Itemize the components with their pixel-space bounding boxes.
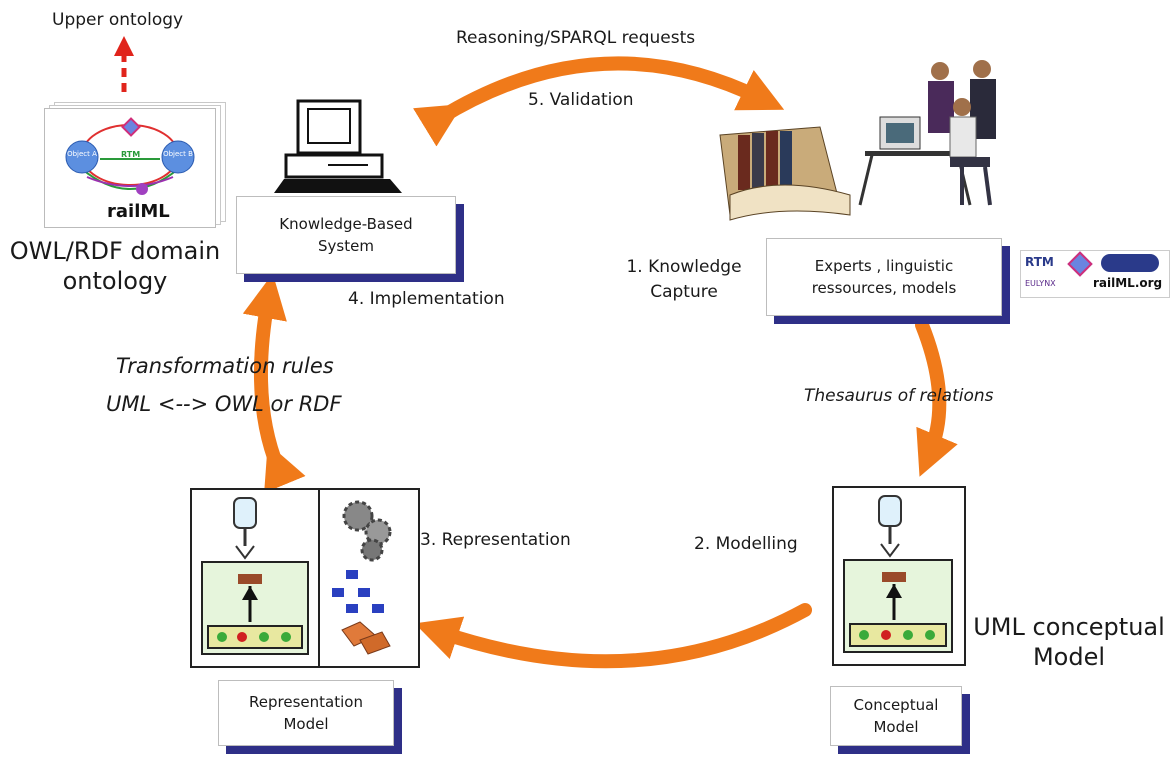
- repr-model-icon: [201, 497, 309, 655]
- representation-model-label: Representation Model: [249, 693, 363, 733]
- representation-panel: [190, 488, 420, 668]
- diamond-logo-icon: [1067, 251, 1093, 277]
- bottom-arc-arrow: [414, 603, 812, 669]
- knowledge-capture-label: 1. Knowledge Capture: [626, 257, 742, 302]
- experts-illustration: [719, 60, 996, 221]
- eulynx-logo: EULYNX: [1025, 279, 1056, 288]
- blue-logo-icon: [1101, 254, 1159, 272]
- top-arc-arrow: [413, 56, 785, 147]
- railml-org-logo: railML.org: [1093, 276, 1163, 290]
- thesaurus-label: Thesaurus of relations: [804, 386, 994, 406]
- railml-logo: railML: [107, 201, 170, 222]
- representation-label: 3. Representation: [420, 530, 571, 550]
- owl-domain-label: OWL/RDF domain ontology: [9, 237, 221, 295]
- object-b-label: Object B: [163, 150, 193, 158]
- validation-label: 5. Validation: [528, 90, 634, 110]
- modelling-label: 2. Modelling: [694, 534, 798, 554]
- conceptual-panel: [832, 486, 966, 666]
- rtm-logo: RTM: [1025, 255, 1054, 269]
- right-arrow: [915, 318, 958, 477]
- transformation-rules-label: Transformation rules: [116, 354, 334, 378]
- upper-ontology-label: Upper ontology: [52, 10, 184, 30]
- ontology-card: Object A Object B RTM railML: [44, 102, 226, 230]
- conceptual-model-label: Conceptual Model: [853, 696, 939, 736]
- computer-icon: [274, 99, 402, 193]
- conceptual-model-icon: [843, 495, 953, 653]
- experts-box-label: Experts , linguistic ressources, models: [811, 257, 957, 297]
- kbs-box-label: Knowledge-Based System: [279, 215, 413, 255]
- representation-model-box: Representation Model: [218, 680, 394, 746]
- gears-tree-icon: [332, 500, 392, 655]
- conceptual-model-box: Conceptual Model: [830, 686, 962, 746]
- rtm-mini-label: RTM: [121, 150, 141, 159]
- reasoning-label: Reasoning/SPARQL requests: [456, 28, 696, 48]
- ontology-graph: [65, 117, 195, 195]
- experts-box: Experts , linguistic ressources, models: [766, 238, 1002, 316]
- uml-owl-rdf-label: UML <--> OWL or RDF: [106, 392, 342, 416]
- kbs-box: Knowledge-Based System: [236, 196, 456, 274]
- object-a-label: Object A: [67, 150, 97, 158]
- logos-strip: RTM EULYNX railML.org: [1020, 250, 1170, 298]
- implementation-label: 4. Implementation: [348, 289, 505, 309]
- uml-conceptual-label: UML conceptual Model: [973, 613, 1165, 671]
- left-double-arrow: [242, 273, 306, 494]
